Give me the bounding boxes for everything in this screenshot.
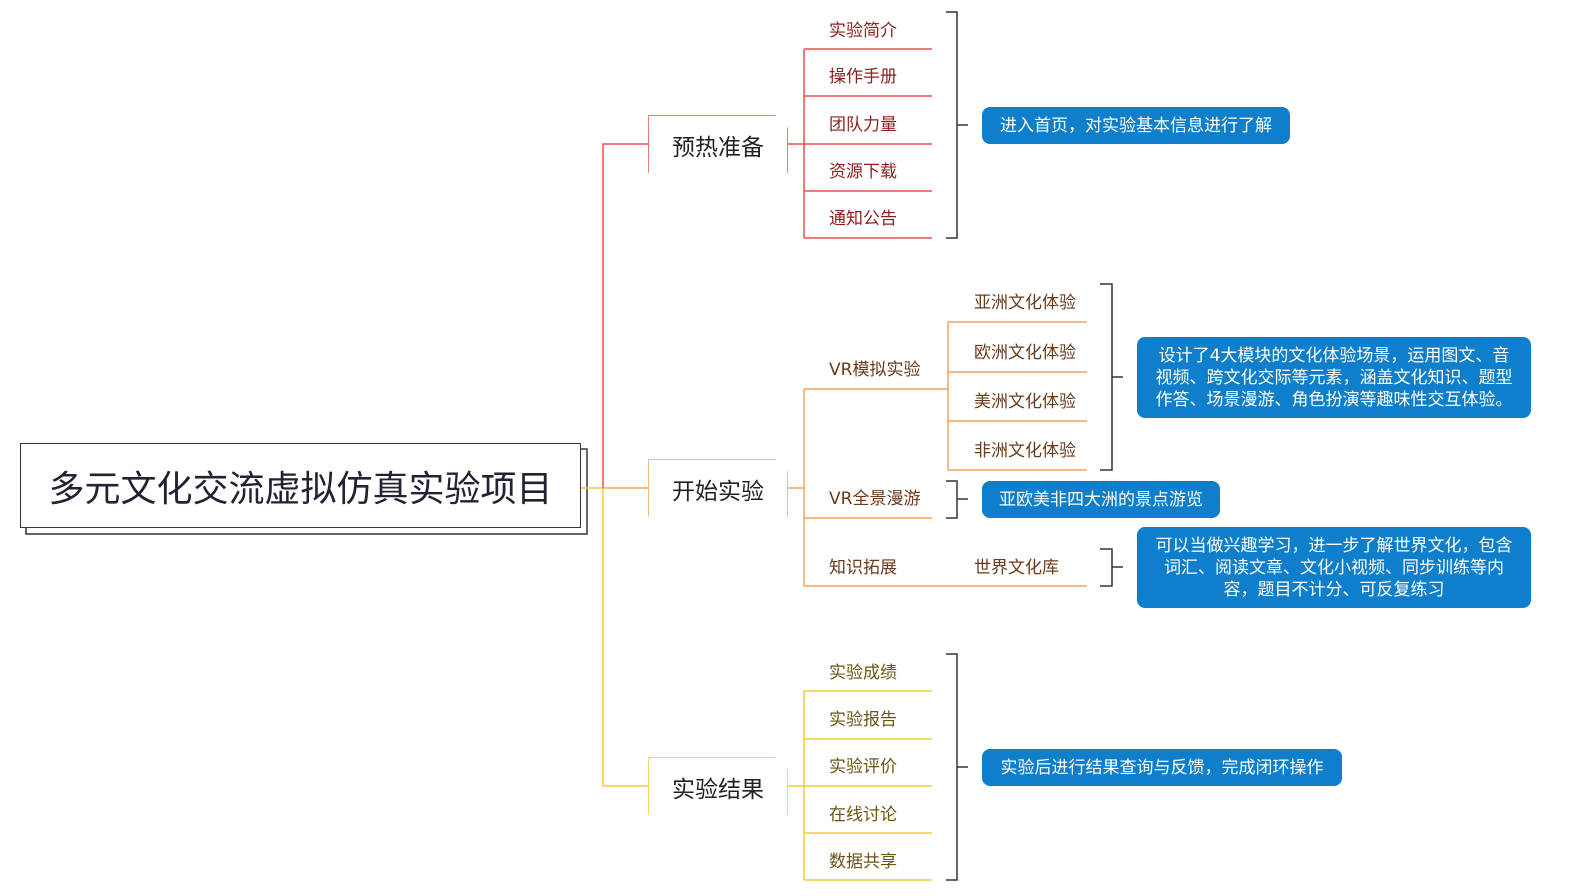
note-callout: 进入首页，对实验基本信息进行了解	[982, 107, 1290, 144]
leaf-item: 通知公告	[829, 209, 897, 229]
note-callout: 亚欧美非四大洲的景点游览	[982, 481, 1220, 518]
branch-node-result: 实验结果	[649, 758, 787, 815]
leaf-item: 数据共享	[829, 852, 897, 872]
note-callout: 实验后进行结果查询与反馈，完成闭环操作	[982, 749, 1342, 786]
branch-node-start: 开始实验	[649, 460, 787, 517]
note-line: 设计了4大模块的文化体验场景，运用图文、音	[1158, 345, 1510, 366]
leaf-item: 资源下载	[829, 162, 897, 182]
leaf-item: 操作手册	[829, 67, 897, 87]
sub-branch-label: VR模拟实验	[829, 360, 921, 380]
leaf-item: 实验评价	[829, 757, 897, 777]
note-line: 视频、跨文化交际等元素，涵盖文化知识、题型	[1155, 367, 1513, 388]
note-text: 亚欧美非四大洲的景点游览	[999, 489, 1203, 510]
note-line: 作答、场景漫游、角色扮演等趣味性交互体验。	[1155, 389, 1513, 410]
root-title: 多元文化交流虚拟仿真实验项目	[48, 468, 553, 510]
leaf-item: 实验报告	[829, 710, 897, 730]
note-callout: 可以当做兴趣学习，进一步了解世界文化，包含 词汇、阅读文章、文化小视频、同步训练…	[1137, 527, 1531, 608]
leaf-item: 实验成绩	[829, 663, 897, 683]
branch-node-warmup: 预热准备	[649, 116, 787, 173]
branch-label: 开始实验	[672, 478, 764, 505]
note-line: 容，题目不计分、可反复练习	[1223, 579, 1445, 600]
leaf-item: 实验简介	[829, 21, 897, 41]
sub-branch-label: 知识拓展	[829, 558, 897, 578]
branch-label: 预热准备	[672, 134, 764, 161]
note-line: 可以当做兴趣学习，进一步了解世界文化，包含	[1155, 535, 1513, 556]
note-text: 进入首页，对实验基本信息进行了解	[1000, 115, 1272, 136]
leaf-item: 非洲文化体验	[974, 441, 1076, 461]
sub-branch-label: VR全景漫游	[829, 489, 921, 509]
leaf-item: 亚洲文化体验	[974, 293, 1076, 313]
note-line: 词汇、阅读文章、文化小视频、同步训练等内	[1164, 557, 1504, 578]
leaf-item: 在线讨论	[829, 805, 897, 825]
note-callout: 设计了4大模块的文化体验场景，运用图文、音 视频、跨文化交际等元素，涵盖文化知识…	[1137, 337, 1531, 418]
branch-label: 实验结果	[672, 776, 764, 803]
note-text: 实验后进行结果查询与反馈，完成闭环操作	[1000, 757, 1324, 778]
leaf-item: 美洲文化体验	[974, 392, 1076, 412]
leaf-item: 世界文化库	[974, 558, 1059, 578]
leaf-item: 团队力量	[829, 115, 897, 135]
root-node: 多元文化交流虚拟仿真实验项目	[20, 443, 581, 528]
leaf-item: 欧洲文化体验	[974, 343, 1076, 363]
